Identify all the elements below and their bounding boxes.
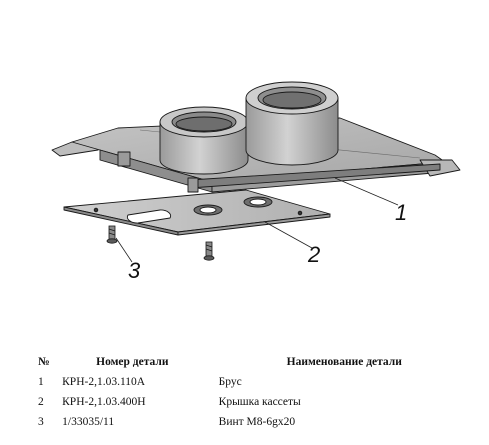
parts-table-header: № Номер детали Наименование детали: [30, 352, 489, 372]
row-part-name: Брус: [218, 376, 242, 388]
row-part-name: Винт М8-6gх20: [218, 416, 296, 428]
row-part-code: КРН-2,1.03.400Н: [62, 396, 146, 408]
header-number: №: [38, 356, 50, 368]
part-1-beam: [51, 81, 461, 193]
callout-2: 2: [308, 242, 321, 267]
row-part-name: Крышка кассеты: [218, 396, 301, 408]
row-part-code: КРН-2,1.03.110А: [62, 376, 146, 388]
leader-lines: [115, 177, 399, 263]
header-part-code: Номер детали: [96, 356, 169, 368]
part-2-cover-plate: [63, 189, 331, 236]
row-number: 3: [38, 416, 44, 428]
row-number: 1: [38, 376, 44, 388]
table-row: 1 КРН-2,1.03.110А Брус: [30, 372, 489, 392]
callout-3: 3: [128, 258, 141, 283]
header-part-name: Наименование детали: [286, 356, 402, 368]
exploded-assembly-drawing: [51, 81, 461, 263]
parts-table: № Номер детали Наименование детали 1 КРН…: [30, 352, 489, 432]
part-3-screw: [203, 241, 215, 261]
row-part-code: 1/33035/11: [62, 416, 115, 428]
callout-1: 1: [395, 200, 408, 225]
part-3-screw: [106, 225, 118, 244]
row-number: 2: [38, 396, 44, 408]
table-row: 2 КРН-2,1.03.400Н Крышка кассеты: [30, 392, 489, 412]
table-row: 3 1/33035/11 Винт М8-6gх20: [30, 412, 489, 432]
